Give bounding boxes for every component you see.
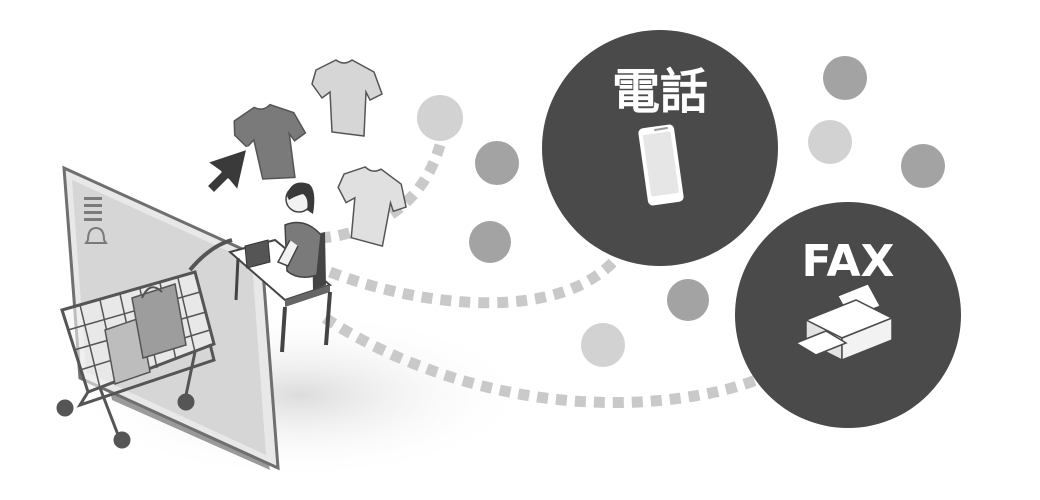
customer-at-desk [227, 182, 333, 353]
phone-label: 電話 [612, 64, 708, 120]
bubble [808, 120, 852, 164]
bubble [469, 221, 511, 263]
path-to-fax [321, 313, 834, 409]
smartphone-icon [638, 124, 684, 206]
shopping-cart [56, 238, 233, 449]
fax-channel: FAX [735, 202, 961, 428]
bubble [475, 141, 519, 185]
decorative-bubbles [417, 56, 945, 367]
bubble [667, 279, 709, 321]
menu-icon [84, 197, 102, 221]
bubble [823, 56, 867, 100]
path-to-shirts [319, 143, 446, 244]
fax-label: FAX [802, 236, 895, 287]
shirt-light [311, 59, 383, 137]
phone-channel: 電話 [542, 30, 778, 266]
bubble [581, 323, 625, 367]
clothing-items [233, 59, 407, 248]
shirt-dark [233, 103, 307, 180]
printer-fax-icon [794, 283, 894, 362]
bubble [901, 144, 945, 188]
bubble [417, 95, 463, 141]
mouse-cursor-icon [204, 146, 250, 196]
bell-icon [84, 226, 108, 244]
shirt-light [337, 166, 407, 248]
